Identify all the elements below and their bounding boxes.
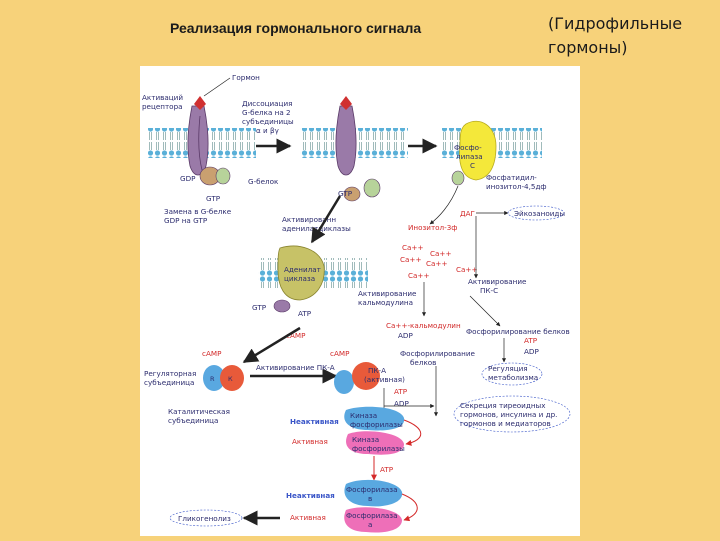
page-title: Реализация гормонального сигнала [170,20,422,36]
label-kinase-active-2: фосфорилазы [352,444,405,453]
label-adenylate-1: Аденилат [284,265,321,274]
label-activated-ac-2: аденилатциклазы [282,224,351,233]
label-catalytic-2: субъединица [168,416,218,425]
label-kinase-inactive-2: фосфорилазы [350,420,403,429]
label-k: К [228,375,233,383]
label-kinase-active-1: Киназа [352,435,379,444]
label-ca-2: Ca++ [430,249,451,258]
label-ca-3: Ca++ [400,255,421,264]
label-camp-2: cAMP [202,349,222,358]
label-phosphorylase-b-2: в [368,494,372,503]
label-dag: ДАГ [460,209,475,218]
label-active-2: Активная [290,513,326,522]
label-regulatory-1: Регуляторная [144,369,196,378]
phospholipase-c [451,120,497,186]
label-activation-pkc-1: Активирование [468,277,527,286]
label-camp-1: cAMP [286,331,306,340]
label-catalytic-1: Каталитическая [168,407,230,416]
label-secretion-2: гормонов, инсулина и др. [460,410,557,419]
label-pka-2: (активная) [364,375,405,384]
label-camp-3: cAMP [330,349,350,358]
label-eicosanoids: Эйкозаноиды [514,209,565,218]
label-replace-2: GDP на GTP [164,216,208,225]
signal-diagram: Гормон Активаций рецептора Диссоциация G… [142,73,571,533]
label-replace-1: Замена в G-белке [164,207,232,216]
pka-active [334,362,380,394]
label-phospholipase-3: С [470,161,475,170]
label-phosphorylase-a-2: а [368,520,372,529]
label-phos-prot-2: белков [410,358,436,367]
label-activated-ac-1: Активированн [282,215,336,224]
label-adenylate-2: циклаза [284,274,315,283]
label-active-1: Активная [292,437,328,446]
receptor-2 [335,96,381,202]
label-atp-3: ATP [394,387,408,396]
phosphorylase-a [344,507,402,533]
label-gtp-2: GTP [338,189,353,198]
label-kinase-inactive-1: Киназа [350,411,377,420]
label-adp-3: ADP [394,399,409,408]
label-dissociation-1: Диссоциация [242,99,292,108]
label-atp-4: ATP [380,465,394,474]
label-adp-2: ADP [524,347,539,356]
kinase-active [346,431,404,455]
label-inactive-2: Неактивная [286,491,335,500]
label-g-protein: G-белок [248,177,279,186]
label-ca-calmodulin: Ca++-кальмодулин [386,321,461,330]
label-gdp: GDP [180,174,196,183]
label-phos-prot-1: Фосфорилирование [400,349,476,358]
label-phosphorylase-a-1: Фосфорилаза [346,511,398,520]
label-secretion-1: Секреция тиреоидных [460,401,546,410]
label-pka-1: ПК-А [368,366,386,375]
label-ca-1: Ca++ [402,243,423,252]
label-active-receptor-2: рецептора [142,102,183,111]
label-atp-2: ATP [524,336,538,345]
label-ca-4: Ca++ [426,259,447,268]
label-gtp: GTP [206,194,221,203]
label-regulatory-2: субъединица [144,378,194,387]
label-inositol: Инозитол-3ф [408,223,457,232]
subtitle-line-1: (Гидрофильные [548,14,683,33]
page-subtitle: (Гидрофильные гормоны) [548,12,682,60]
label-atp-1: ATP [298,309,312,318]
label-gtp-3: GTP [252,303,267,312]
label-regulation-1: Регуляция [488,364,528,373]
label-inactive-1: Неактивная [290,417,339,426]
label-phospholipase-2: липаза [456,152,483,161]
pka-complex: R К [203,365,244,391]
subtitle-line-2: гормоны) [548,38,628,57]
kinase-inactive [344,406,405,431]
label-hormone: Гормон [232,73,260,82]
receptor-1 [187,96,231,186]
label-ca-6: Ca++ [456,265,477,274]
label-regulation-2: метаболизма [488,373,538,382]
label-phosphorylase-b-1: Фосфорилаза [346,485,398,494]
label-r: R [210,375,215,383]
label-phospholipase-1: Фосфо- [454,143,482,152]
label-activation-pkc-2: ПК-С [480,286,498,295]
label-active-receptor-1: Активаций [142,93,183,102]
label-activation-calm-1: Активирование [358,289,417,298]
adenylate-cyclase [273,245,325,313]
diagram-panel: Гормон Активаций рецептора Диссоциация G… [140,66,580,536]
label-pip-1: Фосфатидил- [486,173,537,182]
label-dissociation-3: субъединицы [242,117,294,126]
label-phos-proteins: Фосфорилирование белков [466,327,570,336]
label-secretion-3: гормонов и медиаторов [460,419,551,428]
phosphorylase-b [344,479,403,507]
label-activation-pka: Активирование ПК-А [256,363,335,372]
label-activation-calm-2: кальмодулина [358,298,413,307]
label-adp-1: ADP [398,331,413,340]
label-glycogenolysis: Гликогенолиз [178,514,231,523]
label-dissociation-4: α и βγ [256,126,280,135]
label-ca-5: Ca++ [408,271,429,280]
label-pip-2: инозитол-4,5дф [486,182,547,191]
hormone-icon [194,96,206,110]
label-dissociation-2: G-белка на 2 [242,108,291,117]
